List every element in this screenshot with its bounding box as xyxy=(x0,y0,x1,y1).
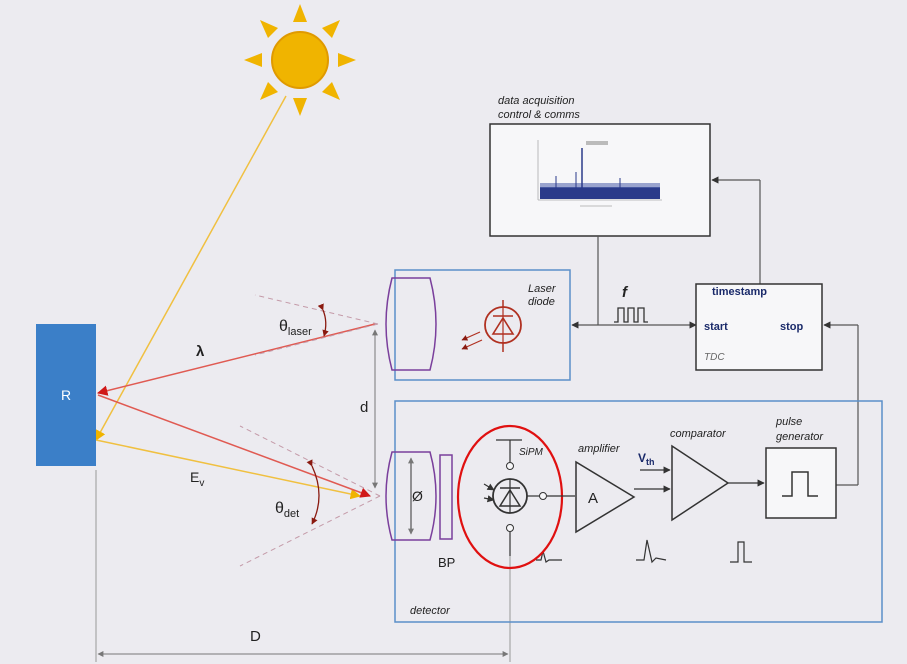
laser-title-line2: diode xyxy=(528,296,555,308)
generator-pulse-icon xyxy=(782,471,818,497)
f-label: f xyxy=(622,284,629,301)
comparator-label: comparator xyxy=(670,428,727,440)
detector-block: detector Ø BP SiPM xyxy=(385,400,883,623)
sunlight-return-ray xyxy=(95,439,362,500)
pulse-generator-line1: pulse xyxy=(775,416,802,428)
theta-laser-arc xyxy=(317,303,329,337)
laser-lens-icon xyxy=(385,277,437,371)
lambda-label: λ xyxy=(196,343,205,360)
amplified-pulse-icon xyxy=(636,539,667,564)
daq-title-line1: data acquisition xyxy=(498,95,574,107)
laser-return-ray xyxy=(97,394,371,498)
detector-label: detector xyxy=(410,605,451,617)
laser-diode-icon xyxy=(461,300,522,352)
timestamp-label: timestamp xyxy=(712,286,767,298)
detector-lens-icon xyxy=(385,451,437,541)
diameter-label: Ø xyxy=(412,488,423,504)
sipm-highlight-circle xyxy=(456,424,564,570)
target-label: R xyxy=(61,387,71,403)
sipm-pulse-icon xyxy=(536,550,562,563)
bp-label: BP xyxy=(438,555,455,570)
data-acquisition-block: data acquisition control & comms xyxy=(489,95,711,237)
D-label: D xyxy=(250,628,261,645)
ev-label: Ev xyxy=(190,469,204,489)
comparator-icon xyxy=(671,444,730,522)
laser-diode-block: Laser diode xyxy=(385,269,571,381)
theta-det-arc xyxy=(306,459,320,525)
bandpass-filter xyxy=(439,454,453,540)
laser-divergence-cone xyxy=(254,294,379,356)
theta-laser-label: θlaser xyxy=(279,318,312,338)
tdc-block: timestamp start stop TDC xyxy=(695,283,823,371)
detector-fov-cone xyxy=(239,425,381,567)
amplifier-label: amplifier xyxy=(578,443,621,455)
stop-label: stop xyxy=(780,321,804,333)
histogram-thumbnail xyxy=(537,140,662,207)
tdc-label: TDC xyxy=(704,352,725,363)
vth-label: Vth xyxy=(638,451,655,467)
clock-pulse-icon xyxy=(614,307,648,323)
theta-det-label: θdet xyxy=(275,500,299,520)
sunlight-ray xyxy=(95,95,287,441)
pulse-generator-line2: generator xyxy=(776,431,824,443)
sun-icon xyxy=(244,4,356,116)
d-label: d xyxy=(360,399,368,416)
laser-emitted-ray xyxy=(96,323,376,396)
amplifier-icon xyxy=(575,460,636,534)
pulse-generator-box xyxy=(765,447,837,519)
comparator-pulse-icon xyxy=(730,541,752,563)
target-block: R xyxy=(36,324,96,466)
amplifier-symbol: A xyxy=(588,490,598,507)
sipm-icon xyxy=(483,439,547,556)
daq-title-line2: control & comms xyxy=(498,109,580,121)
start-label: start xyxy=(704,321,728,333)
sipm-label: SiPM xyxy=(519,447,544,458)
laser-title-line1: Laser xyxy=(528,283,557,295)
